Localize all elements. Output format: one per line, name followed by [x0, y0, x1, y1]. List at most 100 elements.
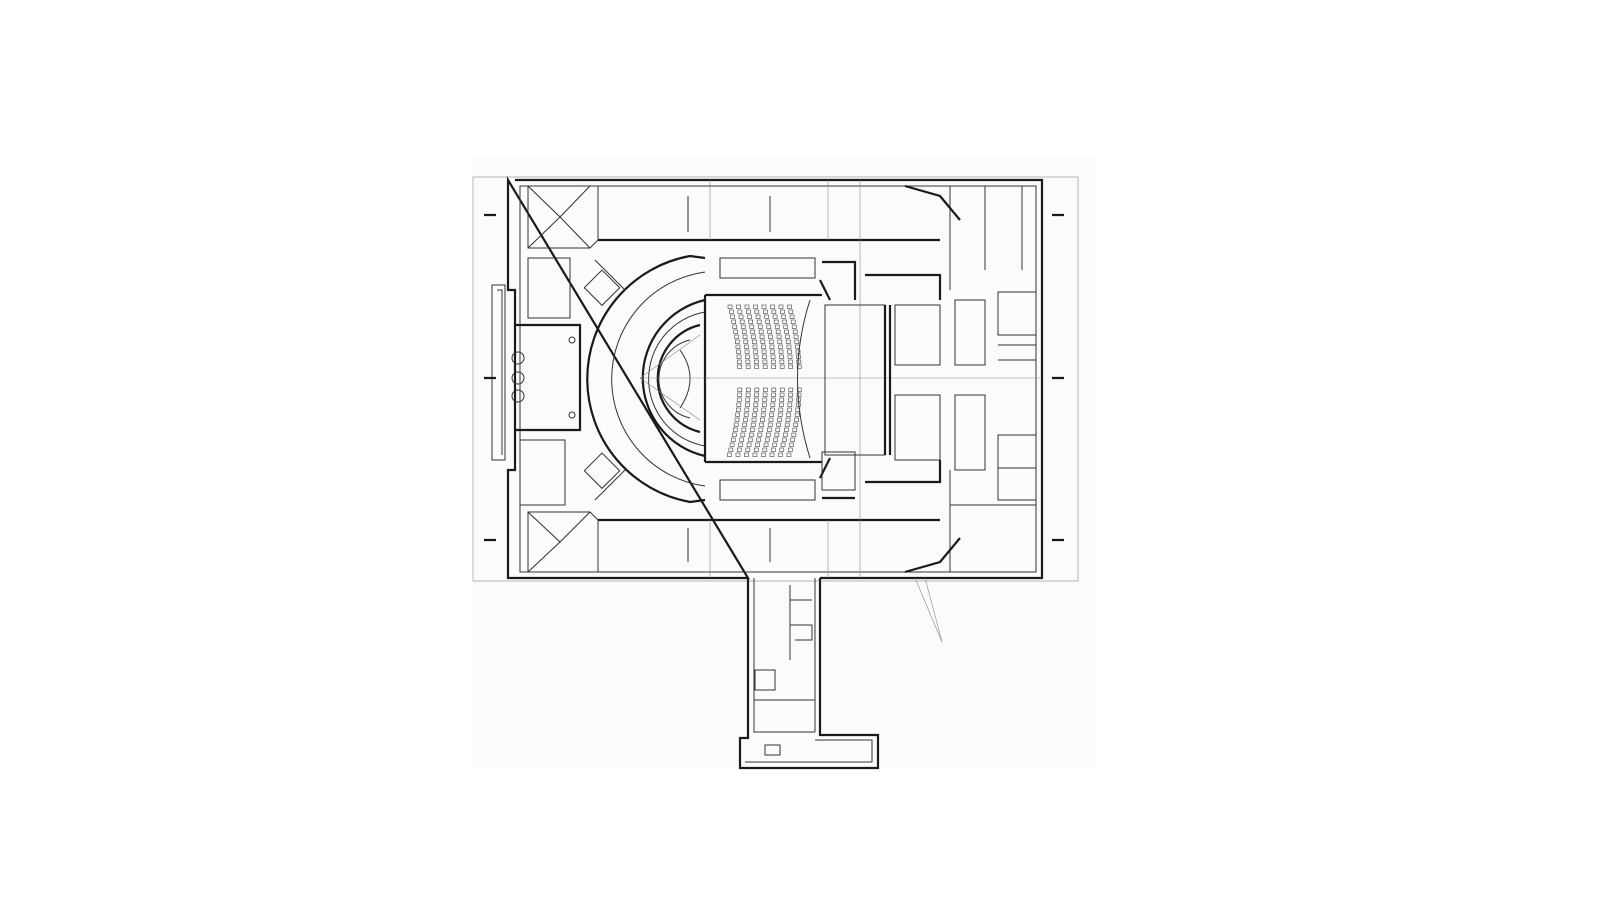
- seat: [787, 402, 793, 407]
- seat: [766, 432, 771, 437]
- seat: [787, 407, 792, 412]
- seat: [777, 339, 783, 344]
- seat: [732, 432, 737, 437]
- seat: [796, 364, 802, 369]
- seat: [737, 392, 742, 397]
- seat: [770, 354, 776, 359]
- seat: [773, 319, 779, 324]
- seat: [729, 309, 734, 314]
- seat: [771, 387, 777, 392]
- seat: [792, 427, 798, 432]
- seat: [755, 314, 761, 319]
- seat: [770, 397, 776, 402]
- seat: [771, 359, 776, 364]
- seat: [762, 359, 768, 364]
- seat: [754, 359, 759, 364]
- seat: [781, 437, 787, 442]
- seat: [733, 427, 738, 432]
- seat: [778, 349, 784, 354]
- seat: [745, 392, 751, 397]
- seat: [767, 422, 773, 427]
- seat: [784, 427, 789, 432]
- seat: [778, 452, 783, 457]
- seat: [737, 447, 742, 452]
- seat: [761, 407, 767, 412]
- seat: [751, 334, 756, 339]
- annex: [738, 577, 943, 770]
- seat: [761, 344, 766, 349]
- seat: [748, 319, 753, 324]
- seat: [781, 314, 786, 319]
- seat: [765, 319, 770, 324]
- seat: [756, 437, 762, 442]
- seat: [788, 392, 793, 397]
- seat: [745, 397, 751, 402]
- seat: [774, 432, 780, 437]
- seat: [780, 387, 785, 392]
- seat: [793, 422, 799, 427]
- seat: [742, 422, 748, 427]
- seat: [747, 437, 753, 442]
- seating-rows: [727, 304, 802, 457]
- seat: [731, 319, 736, 324]
- seat: [753, 304, 758, 309]
- seat: [752, 412, 758, 417]
- seat: [768, 334, 773, 339]
- seat: [755, 442, 760, 447]
- seat: [733, 422, 739, 427]
- seat: [761, 304, 767, 309]
- seat: [779, 402, 784, 407]
- seat: [773, 437, 779, 442]
- seat: [788, 309, 794, 314]
- seat: [753, 402, 759, 407]
- seat: [770, 349, 775, 354]
- seat: [788, 447, 793, 452]
- stalls: [703, 293, 1040, 464]
- seat: [754, 447, 759, 452]
- seat: [791, 432, 797, 437]
- seat: [762, 397, 768, 402]
- seat: [745, 447, 751, 452]
- seat: [736, 402, 742, 407]
- seat: [758, 427, 764, 432]
- seat: [754, 387, 760, 392]
- seat: [788, 364, 793, 369]
- seat: [738, 442, 743, 447]
- seat: [777, 417, 782, 422]
- seat: [774, 324, 780, 329]
- seat: [769, 412, 775, 417]
- seat: [772, 314, 778, 319]
- seat: [753, 354, 759, 359]
- seat: [787, 304, 792, 309]
- perimeter-rooms: [527, 180, 1037, 578]
- seat: [760, 412, 766, 417]
- seat: [757, 432, 763, 437]
- seat: [759, 334, 765, 339]
- seat: [739, 319, 745, 324]
- seat: [761, 349, 767, 354]
- seat: [742, 334, 748, 339]
- seat: [779, 364, 785, 369]
- seat: [762, 364, 768, 369]
- seat: [779, 397, 785, 402]
- seat: [792, 329, 798, 334]
- seat: [764, 314, 769, 319]
- seat: [757, 324, 763, 329]
- seat: [736, 354, 742, 359]
- seat: [769, 452, 775, 457]
- seat: [735, 344, 741, 349]
- seat: [796, 359, 802, 364]
- seat: [790, 319, 796, 324]
- seat: [745, 354, 750, 359]
- seat: [750, 427, 755, 432]
- seat: [787, 349, 792, 354]
- seat: [745, 402, 750, 407]
- seat: [736, 304, 741, 309]
- site-boundary: [472, 176, 1079, 582]
- seat: [744, 304, 750, 309]
- seat: [744, 407, 750, 412]
- lobby: [511, 257, 582, 506]
- seat: [744, 349, 750, 354]
- seat: [735, 452, 741, 457]
